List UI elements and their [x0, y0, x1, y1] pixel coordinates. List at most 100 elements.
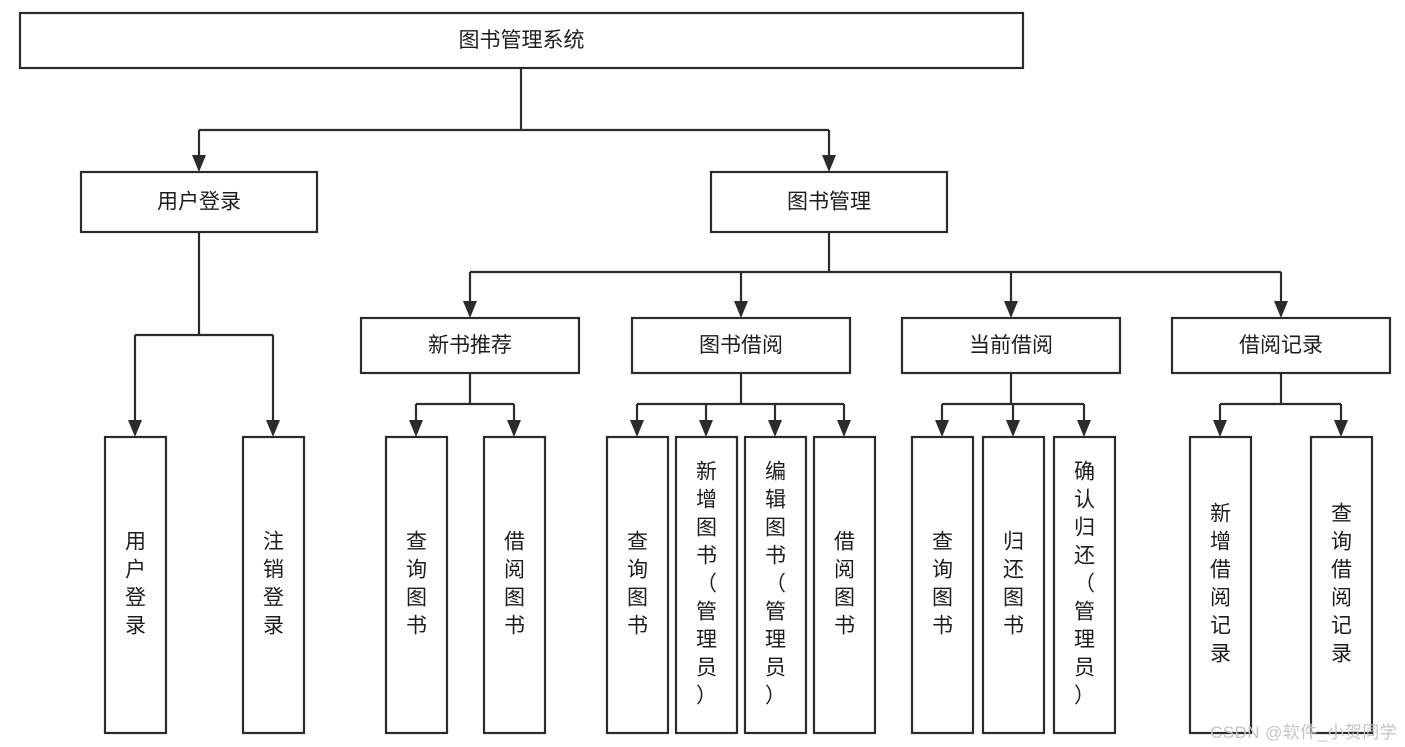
node-box[interactable] — [241, 435, 306, 735]
node-label-char: 询 — [406, 559, 427, 582]
node-label-char: 查 — [1331, 503, 1352, 526]
node-label-char: 员 — [696, 657, 717, 680]
node-label-char: 新 — [1210, 503, 1231, 526]
node-label-char: 阅 — [834, 559, 855, 582]
node-label-char: 理 — [765, 629, 786, 652]
node-label-char: 管 — [765, 601, 786, 624]
node-label-char: 辑 — [765, 489, 786, 512]
node-label-char: 借 — [1331, 559, 1352, 582]
node-box[interactable] — [900, 316, 1122, 375]
node-label-char: 管 — [696, 601, 717, 624]
node-level3-borrow-record[interactable]: 借阅记录 — [1170, 316, 1392, 375]
node-label: 当前借阅 — [969, 334, 1053, 357]
node-leaf-leaf-user-login[interactable]: 用户登录 — [103, 435, 168, 735]
node-label-char: 查 — [932, 531, 953, 554]
arrow-head-icon — [1006, 420, 1020, 437]
node-label-char: 录 — [1210, 643, 1231, 666]
node-level2-user-login[interactable]: 用户登录 — [79, 170, 319, 234]
node-label: 图书管理系统 — [459, 29, 585, 52]
arrow-head-icon — [699, 420, 713, 437]
node-label-char: 员 — [1074, 657, 1095, 680]
node-label-char: 阅 — [1331, 587, 1352, 610]
node-box[interactable] — [384, 435, 449, 735]
node-label-char: 归 — [1074, 517, 1095, 540]
node-level3-current-borrow[interactable]: 当前借阅 — [900, 316, 1122, 375]
node-layer: 图书管理系统用户登录图书管理新书推荐图书借阅当前借阅借阅记录用户登录注销登录查询… — [18, 11, 1392, 735]
node-label-char: 认 — [1074, 489, 1095, 512]
node-level2-book-manage[interactable]: 图书管理 — [709, 170, 949, 234]
node-label-char: 借 — [1210, 559, 1231, 582]
node-label-char: 注 — [263, 531, 284, 554]
node-label-char: 图 — [627, 587, 648, 610]
arrow-head-icon — [630, 420, 644, 437]
node-box[interactable] — [812, 435, 877, 735]
arrow-head-icon — [768, 420, 782, 437]
connector-layer — [128, 68, 1348, 437]
node-level3-new-book-recommend[interactable]: 新书推荐 — [359, 316, 581, 375]
node-root[interactable]: 图书管理系统 — [18, 11, 1025, 70]
node-label: 用户登录 — [157, 191, 241, 214]
node-label-char: 管 — [1074, 601, 1095, 624]
node-label-char: 图 — [932, 587, 953, 610]
node-label-char: 员 — [765, 657, 786, 680]
node-label-char: 录 — [263, 615, 284, 638]
node-box[interactable] — [981, 435, 1046, 735]
node-label: 图书借阅 — [699, 334, 783, 357]
node-box[interactable] — [910, 435, 975, 735]
node-label-char: 图 — [765, 517, 786, 540]
node-label-char: 图 — [834, 587, 855, 610]
node-label-char: 图 — [1003, 587, 1024, 610]
node-label-char: 录 — [125, 615, 146, 638]
node-label-char: 记 — [1331, 615, 1352, 638]
node-box[interactable] — [1309, 435, 1374, 735]
arrow-head-icon — [507, 420, 521, 437]
arrow-head-icon — [463, 301, 477, 318]
node-label-char: 询 — [932, 559, 953, 582]
node-label-char: 书 — [627, 615, 648, 638]
node-box[interactable] — [674, 435, 739, 735]
node-label-char: 书 — [696, 545, 717, 568]
node-label-char: 书 — [932, 615, 953, 638]
node-label-char: 归 — [1003, 531, 1024, 554]
node-box[interactable] — [1188, 435, 1253, 735]
node-box[interactable] — [18, 11, 1025, 70]
node-box[interactable] — [709, 170, 949, 234]
node-box[interactable] — [630, 316, 852, 375]
node-box[interactable] — [79, 170, 319, 234]
node-label-char: 书 — [834, 615, 855, 638]
node-box[interactable] — [743, 435, 808, 735]
node-label-char: 书 — [765, 545, 786, 568]
arrow-head-icon — [128, 420, 142, 437]
arrow-head-icon — [734, 301, 748, 318]
node-label-char: 销 — [263, 559, 284, 582]
arrow-head-icon — [935, 420, 949, 437]
arrow-head-icon — [1274, 301, 1288, 318]
node-label-char: 图 — [406, 587, 427, 610]
node-box[interactable] — [1052, 435, 1117, 735]
arrow-head-icon — [1334, 420, 1348, 437]
node-box[interactable] — [103, 435, 168, 735]
node-box[interactable] — [605, 435, 670, 735]
node-box[interactable] — [1170, 316, 1392, 375]
node-label-char: 理 — [1074, 629, 1095, 652]
node-level3-book-borrow[interactable]: 图书借阅 — [630, 316, 852, 375]
node-box[interactable] — [482, 435, 547, 735]
node-label-char: 查 — [406, 531, 427, 554]
node-label-char: 还 — [1074, 545, 1095, 568]
arrow-head-icon — [837, 420, 851, 437]
node-label-char: 询 — [1331, 531, 1352, 554]
node-label-char: 书 — [504, 615, 525, 638]
node-box[interactable] — [359, 316, 581, 375]
